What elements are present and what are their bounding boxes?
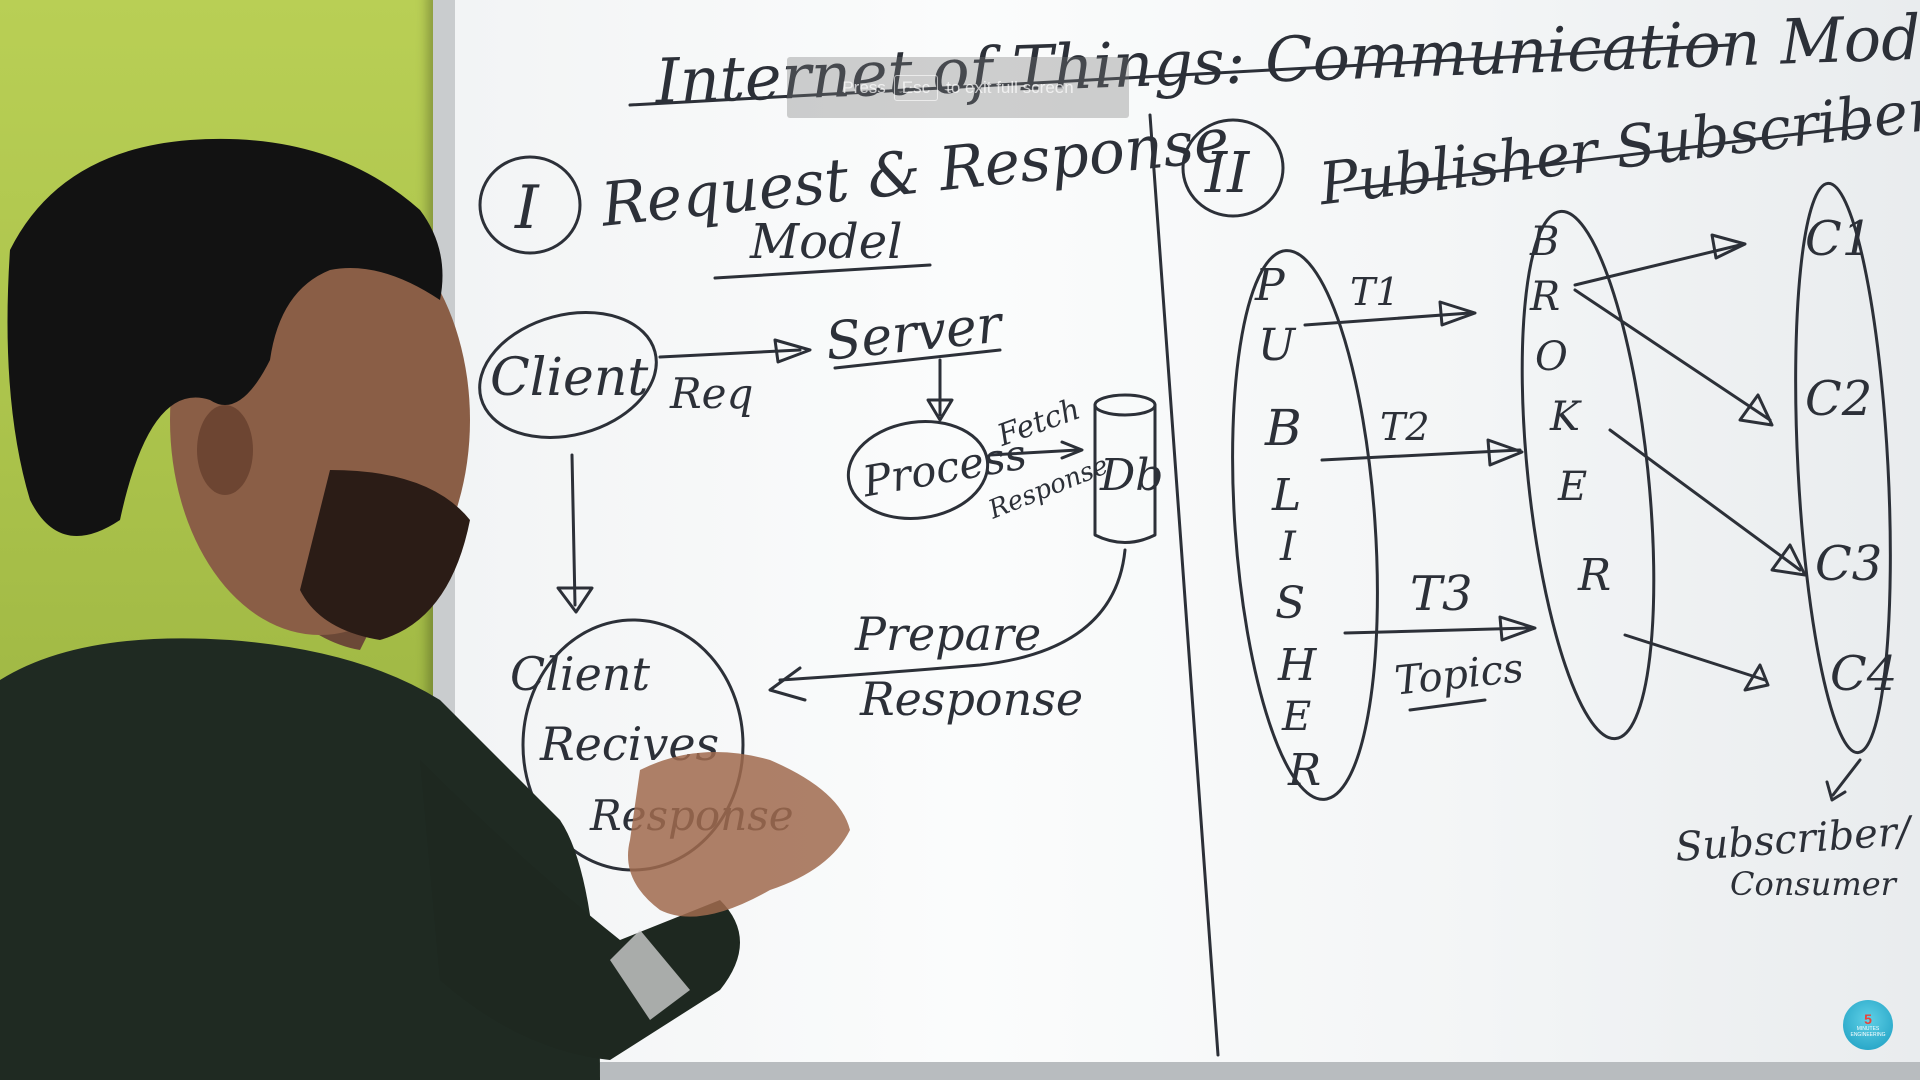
topic-label-2: T2: [1380, 405, 1430, 449]
topic-arrow-2: [1320, 448, 1522, 462]
section1-heading-2: Model: [749, 214, 903, 270]
broker-arrow-2: [1573, 288, 1772, 422]
presenter-beard: [300, 470, 470, 640]
publisher-letter: B: [1264, 399, 1302, 457]
channel-logo-number: 5: [1864, 1011, 1872, 1027]
consumer-label-2: C2: [1805, 371, 1872, 427]
broker-letter: R: [1577, 550, 1611, 601]
prepare-response-arrow: [778, 548, 1127, 682]
title-underline: [628, 43, 1732, 107]
fullscreen-notice-prefix: Press: [842, 77, 886, 97]
presenter-hand: [628, 752, 850, 917]
section1-numeral: I: [514, 173, 540, 243]
fetch-arrow: [988, 448, 1080, 457]
numeral-circle-2: [1181, 118, 1285, 218]
subscriber-pointer-arrowhead: [1825, 780, 1847, 802]
broker-arrow-4: [1623, 633, 1767, 682]
presenter-watch: [610, 930, 690, 1020]
topic-label-1: T1: [1350, 270, 1400, 314]
client-receives-1: Client: [510, 647, 650, 701]
presenter-hair: [7, 138, 443, 536]
req-label: Req: [669, 369, 753, 418]
topic-arrow-3: [1343, 626, 1532, 635]
publisher-letter: H: [1277, 640, 1318, 691]
prepare-response-arrowhead: [768, 666, 807, 702]
topic-label-3: T3: [1410, 566, 1473, 622]
broker-ellipse: [1520, 209, 1656, 741]
process-ellipse: [846, 419, 990, 521]
db-label: Db: [1099, 450, 1163, 501]
publisher-letter: R: [1287, 745, 1321, 796]
topics-underline: [1408, 698, 1487, 712]
broker-letter: O: [1535, 334, 1568, 380]
broker-letter: K: [1549, 394, 1582, 440]
topic-arrowhead-3: [1498, 615, 1537, 642]
broker-arrowhead-3: [1770, 543, 1807, 577]
subscriber-pointer-arrow: [1831, 758, 1862, 797]
presenter-ear: [197, 405, 253, 495]
topic-arrowhead-2: [1486, 438, 1524, 467]
consumer-label-4: C4: [1830, 646, 1897, 702]
publisher-letter: P: [1254, 260, 1286, 311]
broker-letter: E: [1557, 464, 1587, 510]
broker-arrowhead-4: [1743, 663, 1770, 692]
subscriber-label-2: Consumer: [1730, 865, 1898, 903]
publisher-letters: P U B L I S H E R: [1254, 260, 1321, 796]
consumer-label-1: C1: [1805, 211, 1872, 267]
prepare-label: Prepare: [854, 607, 1041, 661]
channel-logo-text: MINUTES ENGINEERING: [1850, 1026, 1886, 1038]
topic-arrowhead-1: [1438, 300, 1477, 327]
consumer-label-3: C3: [1815, 536, 1882, 592]
publisher-letter: U: [1258, 320, 1297, 371]
client-down-arrowhead: [556, 586, 594, 614]
response-label: Response: [859, 672, 1083, 726]
client-down-arrow: [570, 453, 577, 607]
consumers-ellipse: [1794, 181, 1892, 755]
whiteboard-tray: [433, 1062, 1920, 1080]
section2-numeral: II: [1204, 141, 1251, 206]
broker-arrow-3: [1608, 428, 1802, 572]
broker-letter: B: [1529, 219, 1559, 265]
client-label: Client: [490, 348, 648, 408]
server-down-arrowhead: [926, 398, 954, 422]
server-underline: [833, 348, 1002, 370]
db-cylinder: [1093, 403, 1157, 544]
req-arrowhead: [773, 338, 812, 364]
db-cylinder-top: [1093, 393, 1157, 417]
broker-letters: B R O K E R: [1529, 219, 1611, 601]
channel-logo[interactable]: 5 MINUTES ENGINEERING: [1843, 1000, 1893, 1050]
esc-key-hint: Esc: [893, 74, 939, 101]
fullscreen-notice-suffix: to exit full screen: [946, 77, 1074, 97]
section1-underline: [713, 263, 932, 280]
client-ellipse: [478, 311, 658, 439]
broker-arrowhead-1: [1710, 233, 1747, 260]
numeral-circle-1: [478, 155, 582, 255]
section-divider: [1148, 113, 1220, 1057]
publisher-letter: L: [1271, 470, 1301, 521]
broker-letter: R: [1529, 274, 1560, 320]
publisher-letter: I: [1279, 524, 1297, 570]
publisher-letter: E: [1281, 694, 1311, 740]
section2-underline: [1343, 123, 1872, 192]
publisher-letter: S: [1275, 578, 1305, 629]
broker-arrow-1: [1573, 243, 1742, 287]
fullscreen-notice: Press Esc to exit full screen: [787, 57, 1129, 118]
fetch-arrowhead: [1060, 440, 1084, 460]
publisher-ellipse: [1231, 249, 1379, 801]
broker-arrowhead-2: [1738, 393, 1774, 427]
